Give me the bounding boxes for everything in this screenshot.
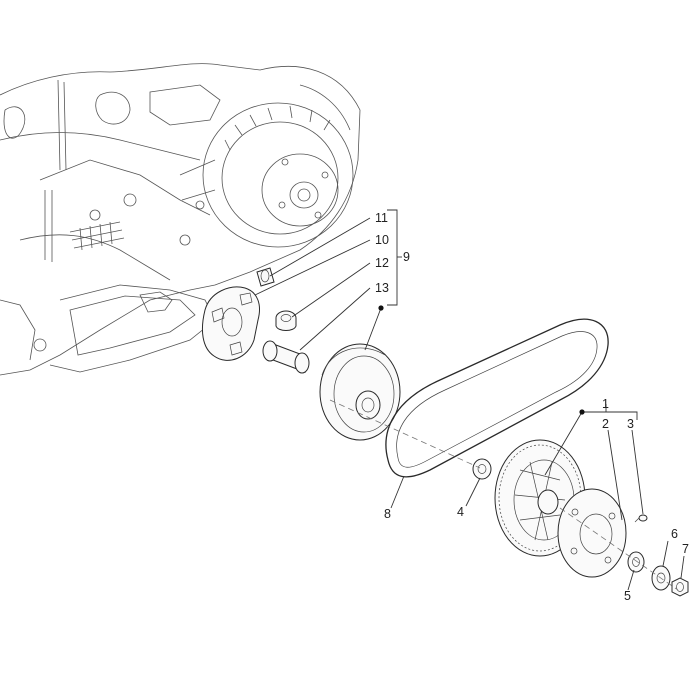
callout-7: 7 bbox=[682, 542, 689, 556]
movable-pulley-half bbox=[319, 343, 401, 441]
callout-4: 4 bbox=[457, 505, 464, 519]
callout-12: 12 bbox=[375, 256, 389, 270]
callout-3: 3 bbox=[627, 417, 634, 431]
assembly-axis bbox=[329, 399, 679, 591]
part-11-roller bbox=[256, 267, 275, 287]
callout-9: 9 bbox=[403, 250, 410, 264]
part-5-washer bbox=[627, 551, 645, 573]
callout-2: 2 bbox=[602, 417, 609, 431]
callout-8: 8 bbox=[384, 507, 391, 521]
part-3-screw bbox=[634, 514, 648, 523]
part-8-drive-belt bbox=[385, 318, 609, 478]
part-2-cover-plate bbox=[557, 488, 627, 578]
part-7-nut bbox=[671, 577, 689, 597]
part-4-washer bbox=[472, 458, 492, 480]
part-10-ramp-plate bbox=[201, 286, 260, 361]
part-12-sleeve bbox=[275, 310, 297, 331]
engine-crankcase bbox=[0, 63, 361, 376]
callout-6: 6 bbox=[671, 527, 678, 541]
callout-1: 1 bbox=[602, 397, 609, 411]
part-13-bushing bbox=[262, 340, 310, 374]
callout-11: 11 bbox=[375, 211, 388, 225]
callout-13: 13 bbox=[375, 281, 389, 295]
leader-dot-13 bbox=[378, 305, 384, 311]
callout-5: 5 bbox=[624, 589, 631, 603]
leader-dot-1 bbox=[579, 409, 585, 415]
leader-lines bbox=[254, 209, 685, 591]
callout-10: 10 bbox=[375, 233, 389, 247]
